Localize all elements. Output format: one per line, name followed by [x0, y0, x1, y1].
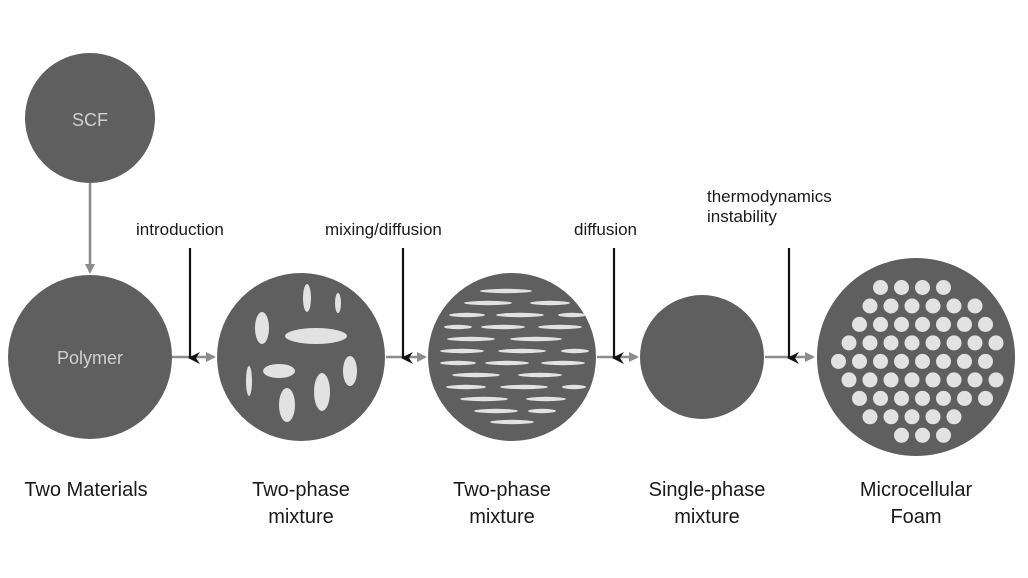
step-label-introduction: introduction [136, 220, 224, 239]
foam-bubble [894, 353, 909, 369]
scf-label: SCF [72, 110, 108, 130]
polymer-circle [8, 275, 172, 439]
droplet-inclusions [246, 284, 357, 422]
droplet [255, 312, 269, 344]
foam-bubble [883, 335, 899, 351]
foam-bubble [852, 316, 867, 332]
foam-bubbles [831, 280, 1004, 443]
stage-label-single-phase-line2: mixture [674, 506, 740, 528]
foam-bubble [831, 353, 846, 369]
droplet [279, 388, 295, 422]
step-label-instability-line2: instability [707, 207, 777, 226]
foam-bubble [873, 353, 888, 369]
foam-bubble [852, 353, 867, 369]
stage-label-two-phase-2-line2: mixture [469, 506, 535, 528]
stage-label-two-materials-line1: Two Materials [24, 479, 148, 501]
stage-label-foam-line2: Foam [890, 506, 942, 528]
foam-bubble [862, 298, 878, 314]
stage-label-two-phase-1-line1: Two-phase [252, 479, 350, 501]
droplet [285, 328, 347, 344]
droplet [343, 356, 357, 386]
stage-label-two-phase-1: Two-phase mixture [211, 477, 391, 531]
foam-bubble [862, 335, 878, 351]
foam-bubble [852, 390, 867, 406]
step-label-instability-line1: thermodynamics [707, 187, 832, 206]
foam-bubble [894, 316, 909, 332]
foam-bubble [946, 372, 962, 388]
foam-bubble [967, 298, 983, 314]
foam-bubble [883, 298, 899, 314]
foam-bubble [925, 298, 941, 314]
stage-label-foam-line1: Microcellular [859, 479, 973, 501]
polymer-label: Polymer [57, 348, 123, 368]
stage-label-two-materials: Two Materials [0, 477, 172, 504]
step-label-mixing: mixing/diffusion [325, 220, 442, 239]
foam-bubble [841, 372, 857, 388]
foam-bubble [925, 335, 941, 351]
foam-bubble [988, 335, 1004, 351]
foam-bubble [915, 316, 930, 332]
foam-bubble [894, 390, 909, 406]
droplet [335, 293, 341, 313]
foam-bubble [946, 335, 962, 351]
foam-bubble [841, 335, 857, 351]
foam-bubble [894, 427, 909, 443]
foam-bubble [883, 372, 899, 388]
foam-bubble [967, 335, 983, 351]
stage-label-single-phase-line1: Single-phase [648, 479, 766, 501]
step-label-diffusion: diffusion [574, 220, 638, 239]
foam-bubble [894, 280, 909, 295]
foam-bubble [957, 316, 972, 332]
step-label-instability: thermodynamics instability [707, 187, 832, 227]
foam-bubble [936, 390, 951, 406]
droplet [303, 284, 311, 312]
foam-bubble [957, 353, 972, 369]
foam-bubble [873, 390, 888, 406]
foam-bubble [936, 316, 951, 332]
stage-label-foam: Microcellular Foam [816, 477, 1016, 531]
foam-bubble [946, 298, 962, 314]
foam-bubble [915, 390, 930, 406]
droplet [246, 366, 252, 396]
stage-label-single-phase: Single-phase mixture [612, 477, 802, 531]
streak-inclusions [440, 288, 589, 425]
foam-bubble [936, 280, 951, 295]
stage-label-two-phase-2-line1: Two-phase [453, 479, 551, 501]
foam-bubble [978, 390, 993, 406]
foam-bubble [988, 372, 1004, 388]
scf-circle [25, 53, 155, 183]
foam-bubble [862, 372, 878, 388]
foam-bubble [904, 372, 920, 388]
foam-bubble [915, 280, 930, 295]
stage-label-two-phase-1-line2: mixture [268, 506, 334, 528]
foam-bubble [883, 409, 899, 425]
foam-bubble [957, 390, 972, 406]
stage-label-two-phase-2: Two-phase mixture [412, 477, 592, 531]
foam-bubble [873, 316, 888, 332]
foam-bubble [936, 427, 951, 443]
foam-bubble [904, 335, 920, 351]
droplet [314, 373, 330, 411]
foam-bubble [873, 280, 888, 295]
two-phase-streak-circle [428, 273, 596, 441]
foam-bubble [915, 427, 930, 443]
foam-bubble [904, 409, 920, 425]
foam-bubble [915, 353, 930, 369]
single-phase-circle [640, 295, 764, 419]
two-phase-droplet-circle [217, 273, 385, 441]
foam-bubble [967, 372, 983, 388]
foam-bubble [946, 409, 962, 425]
foam-bubble [862, 409, 878, 425]
foam-bubble [978, 316, 993, 332]
foam-bubble [925, 372, 941, 388]
foam-bubble [936, 353, 951, 369]
foam-bubble [978, 353, 993, 369]
foam-bubble [904, 298, 920, 314]
droplet [263, 364, 295, 378]
foam-bubble [925, 409, 941, 425]
